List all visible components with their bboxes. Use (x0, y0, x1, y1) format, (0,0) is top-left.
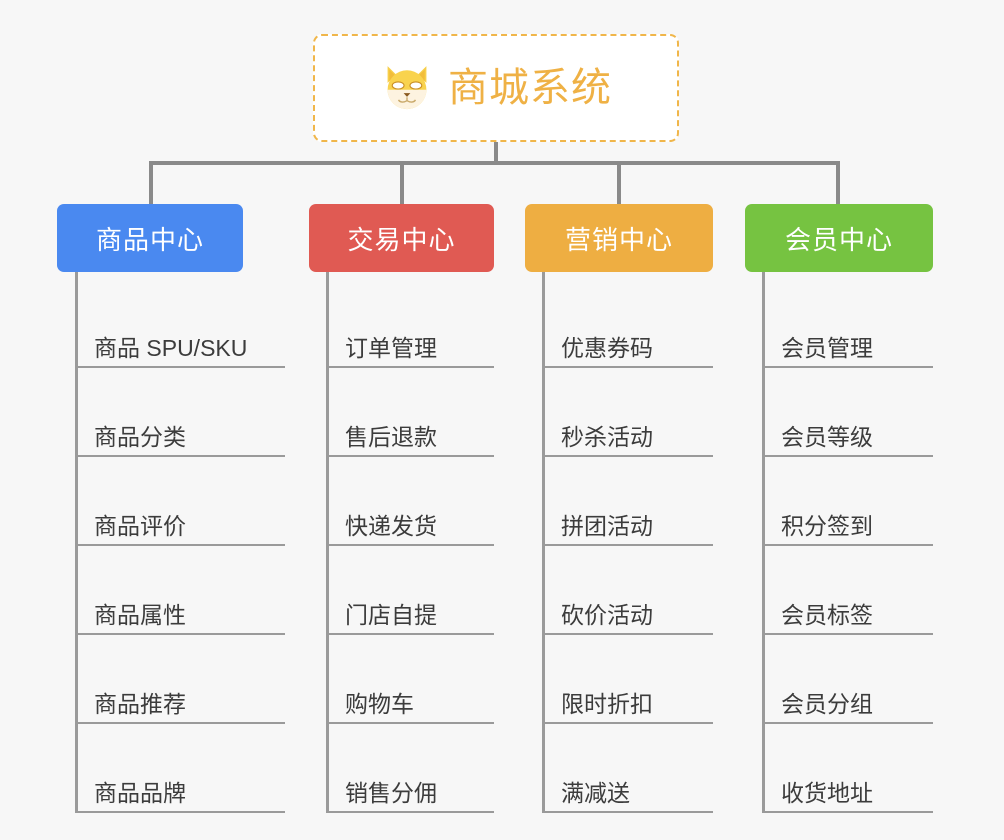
list-item[interactable]: 商品属性 (78, 546, 285, 635)
leaf-list-4: 会员管理 会员等级 积分签到 会员标签 会员分组 收货地址 (762, 272, 933, 813)
leaf-label: 购物车 (345, 690, 414, 717)
leaf-label: 限时折扣 (561, 690, 653, 717)
list-item[interactable]: 商品品牌 (78, 724, 285, 813)
leaf-list-1: 商品 SPU/SKU 商品分类 商品评价 商品属性 商品推荐 商品品牌 (75, 272, 285, 813)
leaf-label: 商品品牌 (94, 779, 186, 806)
category-node-3[interactable]: 营销中心 (525, 204, 713, 272)
list-item[interactable]: 优惠券码 (545, 272, 713, 368)
leaf-label: 门店自提 (345, 601, 437, 628)
list-item[interactable]: 收货地址 (765, 724, 933, 813)
leaf-label: 订单管理 (345, 334, 437, 361)
leaf-label: 积分签到 (781, 512, 873, 539)
list-item[interactable]: 快递发货 (329, 457, 494, 546)
shiba-dog-face-icon (387, 66, 427, 110)
category-node-1[interactable]: 商品中心 (57, 204, 243, 272)
list-item[interactable]: 购物车 (329, 635, 494, 724)
leaf-label: 砍价活动 (561, 601, 653, 628)
list-item[interactable]: 拼团活动 (545, 457, 713, 546)
leaf-label: 会员等级 (781, 423, 873, 450)
connector-root-stem (494, 142, 498, 164)
leaf-label: 快递发货 (345, 512, 437, 539)
list-item[interactable]: 砍价活动 (545, 546, 713, 635)
list-item[interactable]: 销售分佣 (329, 724, 494, 813)
list-item[interactable]: 商品评价 (78, 457, 285, 546)
category-column-1: 商品中心 商品 SPU/SKU 商品分类 商品评价 商品属性 商品推荐 商品品牌 (57, 204, 285, 813)
list-item[interactable]: 订单管理 (329, 272, 494, 368)
list-item[interactable]: 商品分类 (78, 368, 285, 457)
leaf-label: 售后退款 (345, 423, 437, 450)
category-node-4[interactable]: 会员中心 (745, 204, 933, 272)
category-column-4: 会员中心 会员管理 会员等级 积分签到 会员标签 会员分组 收货地址 (745, 204, 933, 813)
leaf-label: 满减送 (561, 779, 630, 806)
leaf-label: 商品分类 (94, 423, 186, 450)
leaf-label: 商品评价 (94, 512, 186, 539)
list-item[interactable]: 商品推荐 (78, 635, 285, 724)
leaf-list-3: 优惠券码 秒杀活动 拼团活动 砍价活动 限时折扣 满减送 (542, 272, 713, 813)
list-item[interactable]: 积分签到 (765, 457, 933, 546)
root-node[interactable]: 商城系统 (313, 34, 679, 142)
leaf-label: 商品属性 (94, 601, 186, 628)
leaf-label: 会员分组 (781, 690, 873, 717)
leaf-label: 拼团活动 (561, 512, 653, 539)
list-item[interactable]: 秒杀活动 (545, 368, 713, 457)
list-item[interactable]: 售后退款 (329, 368, 494, 457)
list-item[interactable]: 会员标签 (765, 546, 933, 635)
leaf-label: 商品推荐 (94, 690, 186, 717)
category-column-2: 交易中心 订单管理 售后退款 快递发货 门店自提 购物车 销售分佣 (309, 204, 494, 813)
list-item[interactable]: 限时折扣 (545, 635, 713, 724)
category-column-3: 营销中心 优惠券码 秒杀活动 拼团活动 砍价活动 限时折扣 满减送 (525, 204, 713, 813)
leaf-label: 优惠券码 (561, 334, 653, 361)
leaf-label: 销售分佣 (345, 779, 437, 806)
list-item[interactable]: 会员等级 (765, 368, 933, 457)
leaf-label: 收货地址 (781, 779, 873, 806)
leaf-label: 会员管理 (781, 334, 873, 361)
leaf-label: 商品 SPU/SKU (94, 334, 248, 361)
connector-drop-2 (400, 161, 404, 204)
list-item[interactable]: 满减送 (545, 724, 713, 813)
list-item[interactable]: 会员管理 (765, 272, 933, 368)
connector-drop-4 (836, 161, 840, 204)
category-node-2[interactable]: 交易中心 (309, 204, 494, 272)
leaf-list-2: 订单管理 售后退款 快递发货 门店自提 购物车 销售分佣 (326, 272, 494, 813)
connector-horizontal-bus (149, 161, 840, 165)
list-item[interactable]: 商品 SPU/SKU (78, 272, 285, 368)
leaf-label: 会员标签 (781, 601, 873, 628)
leaf-label: 秒杀活动 (561, 423, 653, 450)
root-title: 商城系统 (448, 66, 612, 110)
list-item[interactable]: 门店自提 (329, 546, 494, 635)
connector-drop-1 (149, 161, 153, 204)
connector-drop-3 (617, 161, 621, 204)
list-item[interactable]: 会员分组 (765, 635, 933, 724)
